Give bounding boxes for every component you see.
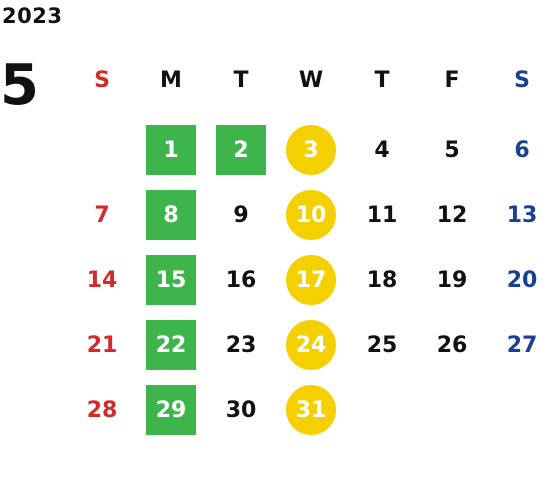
weekday-header-1: M: [160, 67, 182, 93]
weekday-header-3: W: [298, 67, 324, 93]
day-cell-27: 27: [506, 332, 538, 358]
day-cell-9: 9: [233, 202, 249, 228]
day-cell-17: 17: [286, 255, 336, 305]
day-cell-24: 24: [286, 320, 336, 370]
day-cell-15: 15: [146, 255, 196, 305]
day-cell-14: 14: [86, 267, 118, 293]
day-cell-22: 22: [146, 320, 196, 370]
day-cell-28: 28: [86, 397, 118, 423]
day-cell-13: 13: [506, 202, 538, 228]
day-cell-6: 6: [514, 137, 530, 163]
day-cell-8: 8: [146, 190, 196, 240]
day-cell-12: 12: [436, 202, 468, 228]
day-cell-1: 1: [146, 125, 196, 175]
day-cell-4: 4: [374, 137, 390, 163]
day-cell-18: 18: [366, 267, 398, 293]
weekday-header-4: T: [374, 67, 390, 93]
weekday-header-5: F: [444, 67, 460, 93]
month-label: 5: [0, 53, 39, 118]
day-cell-21: 21: [86, 332, 118, 358]
weekday-header-6: S: [514, 67, 530, 93]
day-cell-20: 20: [506, 267, 538, 293]
year-label: 2023: [2, 4, 63, 28]
day-cell-29: 29: [146, 385, 196, 435]
day-cell-25: 25: [366, 332, 398, 358]
day-cell-23: 23: [225, 332, 257, 358]
day-cell-11: 11: [366, 202, 398, 228]
day-cell-16: 16: [225, 267, 257, 293]
day-cell-31: 31: [286, 385, 336, 435]
day-cell-19: 19: [436, 267, 468, 293]
day-cell-10: 10: [286, 190, 336, 240]
day-cell-3: 3: [286, 125, 336, 175]
day-cell-5: 5: [444, 137, 460, 163]
day-cell-26: 26: [436, 332, 468, 358]
weekday-header-0: S: [94, 67, 110, 93]
day-cell-7: 7: [94, 202, 110, 228]
day-cell-30: 30: [225, 397, 257, 423]
weekday-header-2: T: [233, 67, 249, 93]
day-cell-2: 2: [216, 125, 266, 175]
